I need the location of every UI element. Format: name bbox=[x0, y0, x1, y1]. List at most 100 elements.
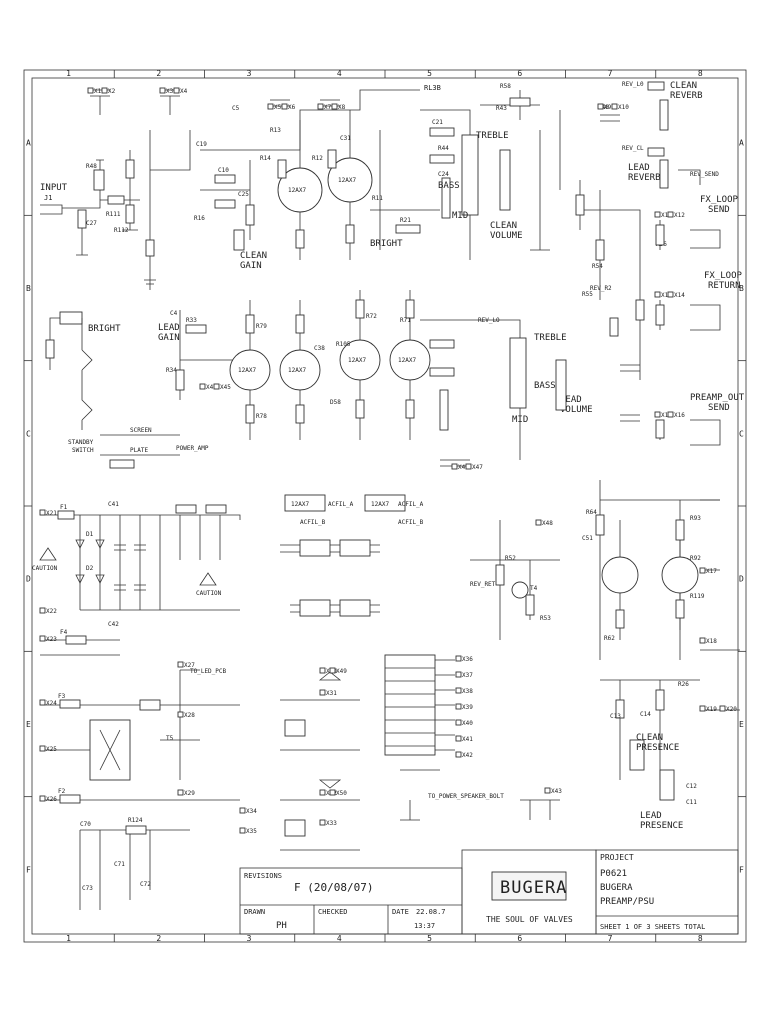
part-c19: C19 bbox=[196, 141, 207, 148]
res-r124: R124 bbox=[128, 817, 143, 824]
lead-presence-label-1: LEAD bbox=[640, 811, 662, 821]
connector-label-x48: X48 bbox=[542, 520, 553, 527]
diode-d2: D2 bbox=[86, 565, 94, 572]
part-r72: R72 bbox=[366, 313, 377, 320]
part-c14: C14 bbox=[640, 711, 651, 718]
heater-label-4: ACFIL_B bbox=[398, 519, 424, 526]
part-r62: R62 bbox=[604, 635, 615, 642]
connector-label-x1: X1 bbox=[94, 88, 102, 95]
cap-c42: C42 bbox=[108, 621, 119, 628]
driver-presence: R64 C51 R93 R92 R119 R62 CLEAN PRESENCE … bbox=[582, 480, 740, 831]
title-block: REVISIONS F (20/08/07) DRAWN PH CHECKED … bbox=[239, 849, 739, 935]
connector-label-x27: X27 bbox=[184, 662, 195, 669]
fuse-f2: F2 bbox=[58, 788, 66, 795]
standby-label-2: SWITCH bbox=[72, 447, 94, 454]
fx-send-label-1: FX_LOOP bbox=[700, 195, 739, 205]
grid-row-right: D bbox=[739, 575, 744, 584]
treble-bot-label: TREBLE bbox=[534, 333, 567, 343]
lead-gain-label-1: LEAD bbox=[158, 323, 180, 333]
clean-presence-label-2: PRESENCE bbox=[636, 743, 679, 753]
part-c38: C38 bbox=[314, 345, 325, 352]
connector-pin bbox=[239, 827, 246, 834]
grid-col-top: 2 bbox=[156, 69, 161, 78]
connector-pin bbox=[654, 211, 661, 218]
connector-label-x40: X40 bbox=[462, 720, 473, 727]
connector-pin bbox=[455, 687, 462, 694]
clean-volume-label-1: CLEAN bbox=[490, 221, 517, 231]
grid-col-bottom: 4 bbox=[337, 934, 342, 943]
connector-label-x43: X43 bbox=[551, 788, 562, 795]
connector-pin bbox=[281, 103, 288, 110]
connector-label-x7: X7 bbox=[324, 104, 332, 111]
connector-pin bbox=[39, 607, 46, 614]
connector-label-x34: X34 bbox=[246, 808, 257, 815]
grid-col-bottom: 5 bbox=[427, 934, 432, 943]
checked-label: CHECKED bbox=[318, 908, 348, 916]
screen-label: SCREEN bbox=[130, 427, 152, 434]
connector-label-x23: X23 bbox=[46, 636, 57, 643]
connector-pin bbox=[455, 671, 462, 678]
part-r105: R105 bbox=[336, 341, 351, 348]
connector-pin bbox=[597, 103, 604, 110]
bass-bot-label: BASS bbox=[534, 381, 556, 391]
lead-reverb-label-2: REVERB bbox=[628, 173, 661, 183]
cap-c70: C70 bbox=[80, 821, 91, 828]
part-c10: C10 bbox=[218, 167, 229, 174]
part-r26: R26 bbox=[678, 681, 689, 688]
connector-label-x41: X41 bbox=[462, 736, 473, 743]
grid-col-bottom: 6 bbox=[517, 934, 522, 943]
connector-label-x12: X12 bbox=[674, 212, 685, 219]
part-r43: R43 bbox=[496, 105, 507, 112]
connector-pin bbox=[317, 103, 324, 110]
connector-label-x14: X14 bbox=[674, 292, 685, 299]
lead-reverb-label-1: LEAD bbox=[628, 163, 650, 173]
connector-label-x47: X47 bbox=[472, 464, 483, 471]
part-r55: R55 bbox=[582, 291, 593, 298]
connector-pin bbox=[173, 87, 180, 94]
connector-pin bbox=[329, 667, 336, 674]
relay-rl3b: RL3B bbox=[424, 84, 441, 92]
connector-label-x28: X28 bbox=[184, 712, 195, 719]
lead-volume-label-2: VOLUME bbox=[560, 405, 593, 415]
clean-volume-label-2: VOLUME bbox=[490, 231, 523, 241]
connector-pin bbox=[199, 383, 206, 390]
connector-label-x29: X29 bbox=[184, 790, 195, 797]
conn-x48: X48 bbox=[598, 104, 609, 111]
clean-gain-label-2: GAIN bbox=[240, 261, 262, 271]
input-jack-label: J1 bbox=[44, 194, 52, 202]
bright1-label: BRIGHT bbox=[88, 324, 121, 334]
rev-l0-label: REV_L0 bbox=[622, 81, 644, 88]
connector-pin bbox=[455, 655, 462, 662]
connector-pin bbox=[654, 291, 661, 298]
connector-pin bbox=[87, 87, 94, 94]
connector-pin bbox=[699, 637, 706, 644]
connector-label-x33: X33 bbox=[326, 820, 337, 827]
tube-v4-label: 12AX7 bbox=[288, 367, 306, 374]
cap-c72: C72 bbox=[140, 881, 151, 888]
part-c21: C21 bbox=[432, 119, 443, 126]
connector-label-x31: X31 bbox=[326, 690, 337, 697]
regulators: T4 REV_RET R52 R53 TO_POWER_SPEAKER_BOLT bbox=[280, 520, 560, 851]
connector-pin bbox=[213, 383, 220, 390]
connector-pin bbox=[39, 795, 46, 802]
connector-pin bbox=[667, 291, 674, 298]
grid-col-top: 6 bbox=[517, 69, 522, 78]
grid-col-bottom: 2 bbox=[156, 934, 161, 943]
part-r54: R54 bbox=[592, 263, 603, 270]
grid-col-top: 1 bbox=[66, 69, 71, 78]
connector-label-x11: X11 bbox=[661, 212, 672, 219]
tube-v6-label: 12AX7 bbox=[398, 357, 416, 364]
clean-reverb-label-1: CLEAN bbox=[670, 81, 697, 91]
project-label: PROJECT bbox=[600, 853, 634, 862]
connector-label-x36: X36 bbox=[462, 656, 473, 663]
connector-pin bbox=[39, 635, 46, 642]
connector-label-x17: X17 bbox=[706, 568, 717, 575]
connector-label-x4: X4 bbox=[180, 88, 188, 95]
cap-c73: C73 bbox=[82, 885, 93, 892]
connector-pin bbox=[654, 411, 661, 418]
sheet-info: SHEET 1 OF 3 SHEETS TOTAL bbox=[600, 923, 705, 931]
grid-col-top: 8 bbox=[698, 69, 703, 78]
